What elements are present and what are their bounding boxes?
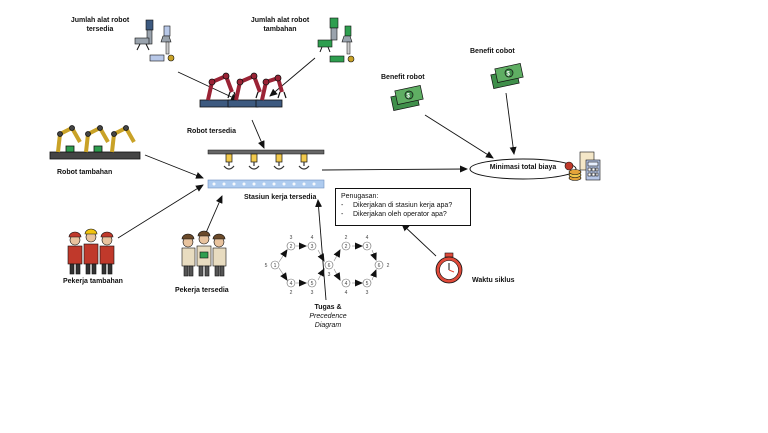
arrow-benefit-robot: [424, 114, 494, 159]
label-workers-available: Pekerja tersedia: [175, 287, 229, 294]
label-line: Tugas &: [314, 304, 342, 311]
precedence-node: [341, 278, 351, 288]
precedence-node-time: 2: [345, 235, 348, 241]
arrow-workers-additional-station: [117, 184, 204, 239]
svg-text:$: $: [507, 72, 511, 78]
precedence-node-time: 4: [311, 235, 314, 241]
arrow-robot-available-station: [251, 119, 265, 149]
label-workstation: Stasiun kerja tersedia: [244, 194, 317, 201]
robot-arms-available-icon: [199, 72, 287, 108]
label-cycle-time: Waktu siklus: [472, 277, 515, 284]
precedence-node-time: 3: [290, 235, 293, 241]
workers-available-icon: [181, 230, 227, 277]
label-line: Precedence: [309, 313, 347, 320]
precedence-node-id: 3: [311, 244, 314, 250]
assignment-title: Penugasan:: [341, 193, 379, 200]
label-tasks: Tugas & Precedence Diagram: [303, 303, 353, 330]
robot-arms-additional-icon: [49, 125, 141, 160]
label-robot-tools-available: Jumlah alat robot tersedia: [60, 16, 140, 34]
label-robot-available: Robot tersedia: [187, 128, 237, 135]
assignment-item-text: Dikerjakan oleh operator apa?: [353, 211, 447, 218]
arrow-station-objective: [321, 165, 468, 173]
flow-arrows: [117, 57, 517, 301]
precedence-node-time: 3: [328, 272, 331, 278]
arrow-robot-tools-available: [177, 71, 239, 101]
precedence-node: [374, 260, 384, 270]
precedence-node-id: 2: [290, 244, 293, 250]
arrow-cycle-time: [401, 223, 437, 257]
label-workers-additional: Pekerja tambahan: [63, 278, 123, 285]
assignment-item: - Dikerjakan oleh operator apa?: [341, 210, 465, 219]
precedence-node: [270, 260, 280, 270]
precedence-node-id: 6: [378, 263, 381, 269]
robot-tool-icon-additional: [317, 17, 355, 63]
precedence-node-id: 1: [274, 263, 277, 269]
precedence-node-id: 4: [345, 281, 348, 287]
precedence-node: [341, 241, 351, 251]
svg-text:$: $: [407, 94, 411, 100]
precedence-node: [362, 241, 372, 251]
precedence-node-id: 5: [311, 281, 314, 287]
label-benefit-cobot: Benefit cobot: [470, 48, 515, 55]
arrow-robot-additional-station: [144, 154, 204, 179]
precedence-node-id: 6: [328, 263, 331, 269]
assignment-item: - Dikerjakan di stasiun kerja apa?: [341, 201, 465, 210]
arrow-tasks-station: [315, 199, 327, 301]
arrow-robot-tools-additional: [269, 57, 316, 97]
objective-ellipse: [469, 158, 577, 180]
assignment-item-text: Dikerjakan di stasiun kerja apa?: [353, 202, 453, 209]
workstation-conveyor-icon: [207, 149, 325, 189]
cost-calculator-icon: [564, 151, 601, 181]
precedence-node: [307, 278, 317, 288]
precedence-node-id: 5: [366, 281, 369, 287]
precedence-node-time: 4: [366, 235, 369, 241]
arrow-workers-available-station: [204, 195, 223, 236]
precedence-node-time: 3: [311, 290, 314, 296]
label-line: Diagram: [314, 322, 342, 329]
precedence-node-time: 5: [265, 263, 268, 269]
precedence-node: [362, 278, 372, 288]
precedence-node-id: 4: [290, 281, 293, 287]
stopwatch-icon: [435, 252, 463, 284]
bullet: -: [341, 211, 344, 218]
precedence-node: [286, 241, 296, 251]
money-robot-icon: $: [390, 85, 424, 111]
precedence-node-time: 2: [290, 290, 293, 296]
bullet: -: [341, 202, 344, 209]
label-line: tersedia: [86, 26, 114, 33]
assignment-box: Penugasan: - Dikerjakan di stasiun kerja …: [335, 188, 471, 226]
precedence-node: [286, 278, 296, 288]
precedence-node-time: 3: [366, 290, 369, 296]
precedence-node-id: 3: [366, 244, 369, 250]
precedence-node: [307, 241, 317, 251]
precedence-node-time: 4: [345, 290, 348, 296]
arrow-benefit-cobot: [505, 92, 517, 155]
workers-additional-icon: [67, 228, 115, 275]
label-robot-additional: Robot tambahan: [57, 169, 113, 176]
precedence-node: [324, 260, 334, 270]
label-objective: Minimasi total biaya: [489, 164, 557, 171]
label-line: Jumlah alat robot: [250, 17, 310, 24]
label-line: Jumlah alat robot: [70, 17, 130, 24]
label-benefit-robot: Benefit robot: [381, 74, 425, 81]
label-line: tambahan: [263, 26, 297, 33]
robot-tool-icon-available: [134, 19, 175, 62]
precedence-node-id: 2: [345, 244, 348, 250]
money-cobot-icon: $: [490, 63, 524, 89]
precedence-node-time: 2: [387, 263, 390, 269]
label-robot-tools-additional: Jumlah alat robot tambahan: [240, 16, 320, 34]
